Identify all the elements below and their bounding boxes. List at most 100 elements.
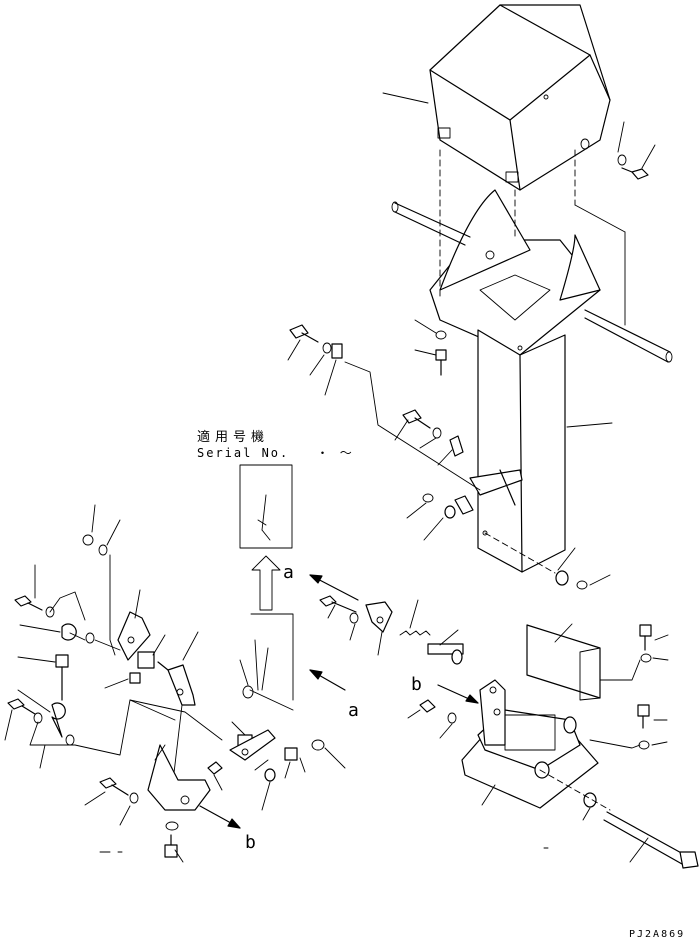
leader-plate-bolt-2 — [652, 657, 669, 661]
ref-arrow-a-right — [309, 669, 346, 691]
pivot-shaft — [391, 201, 673, 363]
left-bolt-set-1 — [14, 591, 121, 651]
leader-hw-1 — [287, 339, 301, 361]
leader-column-bushing — [423, 517, 444, 541]
serial-label-en: Serial No. ・ ～ — [197, 444, 354, 461]
cover-bolt — [617, 154, 649, 180]
leader-lever-washer — [349, 623, 356, 641]
upper-bracket — [429, 189, 601, 356]
column-bushing — [444, 495, 474, 519]
leader-lever-2 — [254, 759, 269, 771]
right-bushing — [555, 570, 588, 590]
leader-left-washer-2 — [39, 744, 46, 769]
leader-long-pin — [629, 837, 649, 863]
leader-right-washer — [589, 574, 611, 586]
ref-label-a-right: a — [348, 700, 359, 721]
column-washer — [422, 493, 434, 503]
lever-pivot-assembly — [319, 595, 393, 633]
drawing-code: PJ2A869 — [629, 929, 686, 940]
left-rod-end-upper — [82, 534, 155, 684]
column-clamp — [469, 469, 523, 506]
serial-label-en-text: Serial No. — [197, 446, 290, 460]
leader-lever-4 — [284, 761, 291, 779]
leader-plate-bolt-1 — [654, 634, 669, 641]
leader-base — [481, 784, 496, 806]
left-nut-set — [55, 654, 69, 701]
leader-spring-rod — [439, 629, 459, 646]
leader-right-bushing — [557, 547, 576, 571]
leader-lower-nut — [174, 849, 184, 863]
leader-bracket-washer — [414, 319, 437, 334]
leader-hw-3 — [324, 359, 337, 396]
leader-hw-6 — [437, 449, 453, 466]
leader-lever-7 — [213, 774, 223, 791]
lower-bolt-set — [99, 777, 179, 858]
leader-base-nut — [407, 709, 421, 719]
line-plate-bolt-2 — [589, 739, 641, 749]
dash-base-pin — [539, 769, 611, 811]
line-hw-to-clamp — [344, 361, 481, 491]
column-hardware-left — [289, 324, 464, 457]
leader-left-bolt-3 — [4, 709, 13, 741]
leader-spring — [409, 599, 419, 629]
ref-label-b-bottom: b — [245, 832, 256, 853]
leader-plate-bolt-4 — [651, 741, 668, 746]
leader-left-washer-1 — [106, 519, 121, 546]
bracket-bolt — [435, 330, 447, 376]
plate-bolts — [637, 624, 652, 750]
leader-lower-bolt — [84, 791, 106, 806]
leader-left-bolt-2 — [104, 678, 129, 689]
left-bolt-set-2 — [7, 698, 176, 756]
leader-hw-2 — [309, 354, 325, 376]
leader-base-bushing — [582, 807, 591, 821]
leader-side-plate — [554, 623, 573, 643]
line-lever-link — [129, 699, 223, 741]
leader-left-nut — [17, 656, 56, 663]
serial-label-jp: 適用号機 — [197, 430, 270, 445]
long-pivot-pin — [603, 811, 699, 869]
spring-rod — [399, 630, 464, 665]
leader-cover-bolt — [641, 144, 656, 169]
view-detail-box — [249, 613, 294, 711]
leader-base-washer — [439, 723, 453, 739]
leader-lower-bracket — [154, 744, 166, 761]
leader-lever-bolt — [327, 604, 336, 619]
leader-view-detail — [239, 659, 249, 686]
leader-bracket-bolt — [414, 349, 437, 356]
leader-snap-ring — [91, 504, 96, 533]
leader-cover-washer — [617, 121, 625, 153]
leader-lower-washer — [119, 805, 131, 826]
line-plate-bolt-1 — [599, 659, 641, 681]
leader-lever-1 — [231, 721, 246, 736]
leader-left-rod-end-2 — [17, 689, 51, 713]
center-bracket — [157, 661, 196, 706]
dash-right-bushing — [484, 532, 556, 574]
leader-lever-plate — [377, 631, 383, 656]
ref-label-b-left: b — [411, 674, 422, 695]
lower-bracket — [147, 744, 211, 811]
leader-left-rod-end-1 — [19, 624, 61, 633]
leader-left-plate — [134, 589, 141, 619]
ref-arrow-b-left — [437, 684, 479, 704]
view-up-arrow — [251, 555, 281, 611]
console-column — [477, 329, 566, 573]
leader-lever-3 — [261, 781, 271, 811]
leader-cover — [382, 92, 429, 104]
leader-center-bracket — [182, 631, 199, 661]
leader-hw-5 — [419, 437, 437, 449]
leader-left-bushing — [152, 634, 166, 656]
console-base — [461, 679, 599, 809]
leader-hw-4 — [394, 419, 409, 441]
ref-label-a-top: a — [283, 562, 294, 583]
central-lever — [207, 729, 325, 782]
ref-arrow-b-bottom — [199, 805, 241, 829]
serial-view-box — [239, 464, 293, 549]
serial-range-mark: ・ ～ — [316, 446, 354, 460]
side-plate — [526, 624, 601, 701]
leader-column — [566, 422, 613, 428]
leader-lever-5 — [299, 757, 306, 773]
view-detail-washer — [242, 685, 254, 699]
ref-arrow-a-top — [309, 574, 359, 601]
console-top-cover — [429, 4, 611, 191]
